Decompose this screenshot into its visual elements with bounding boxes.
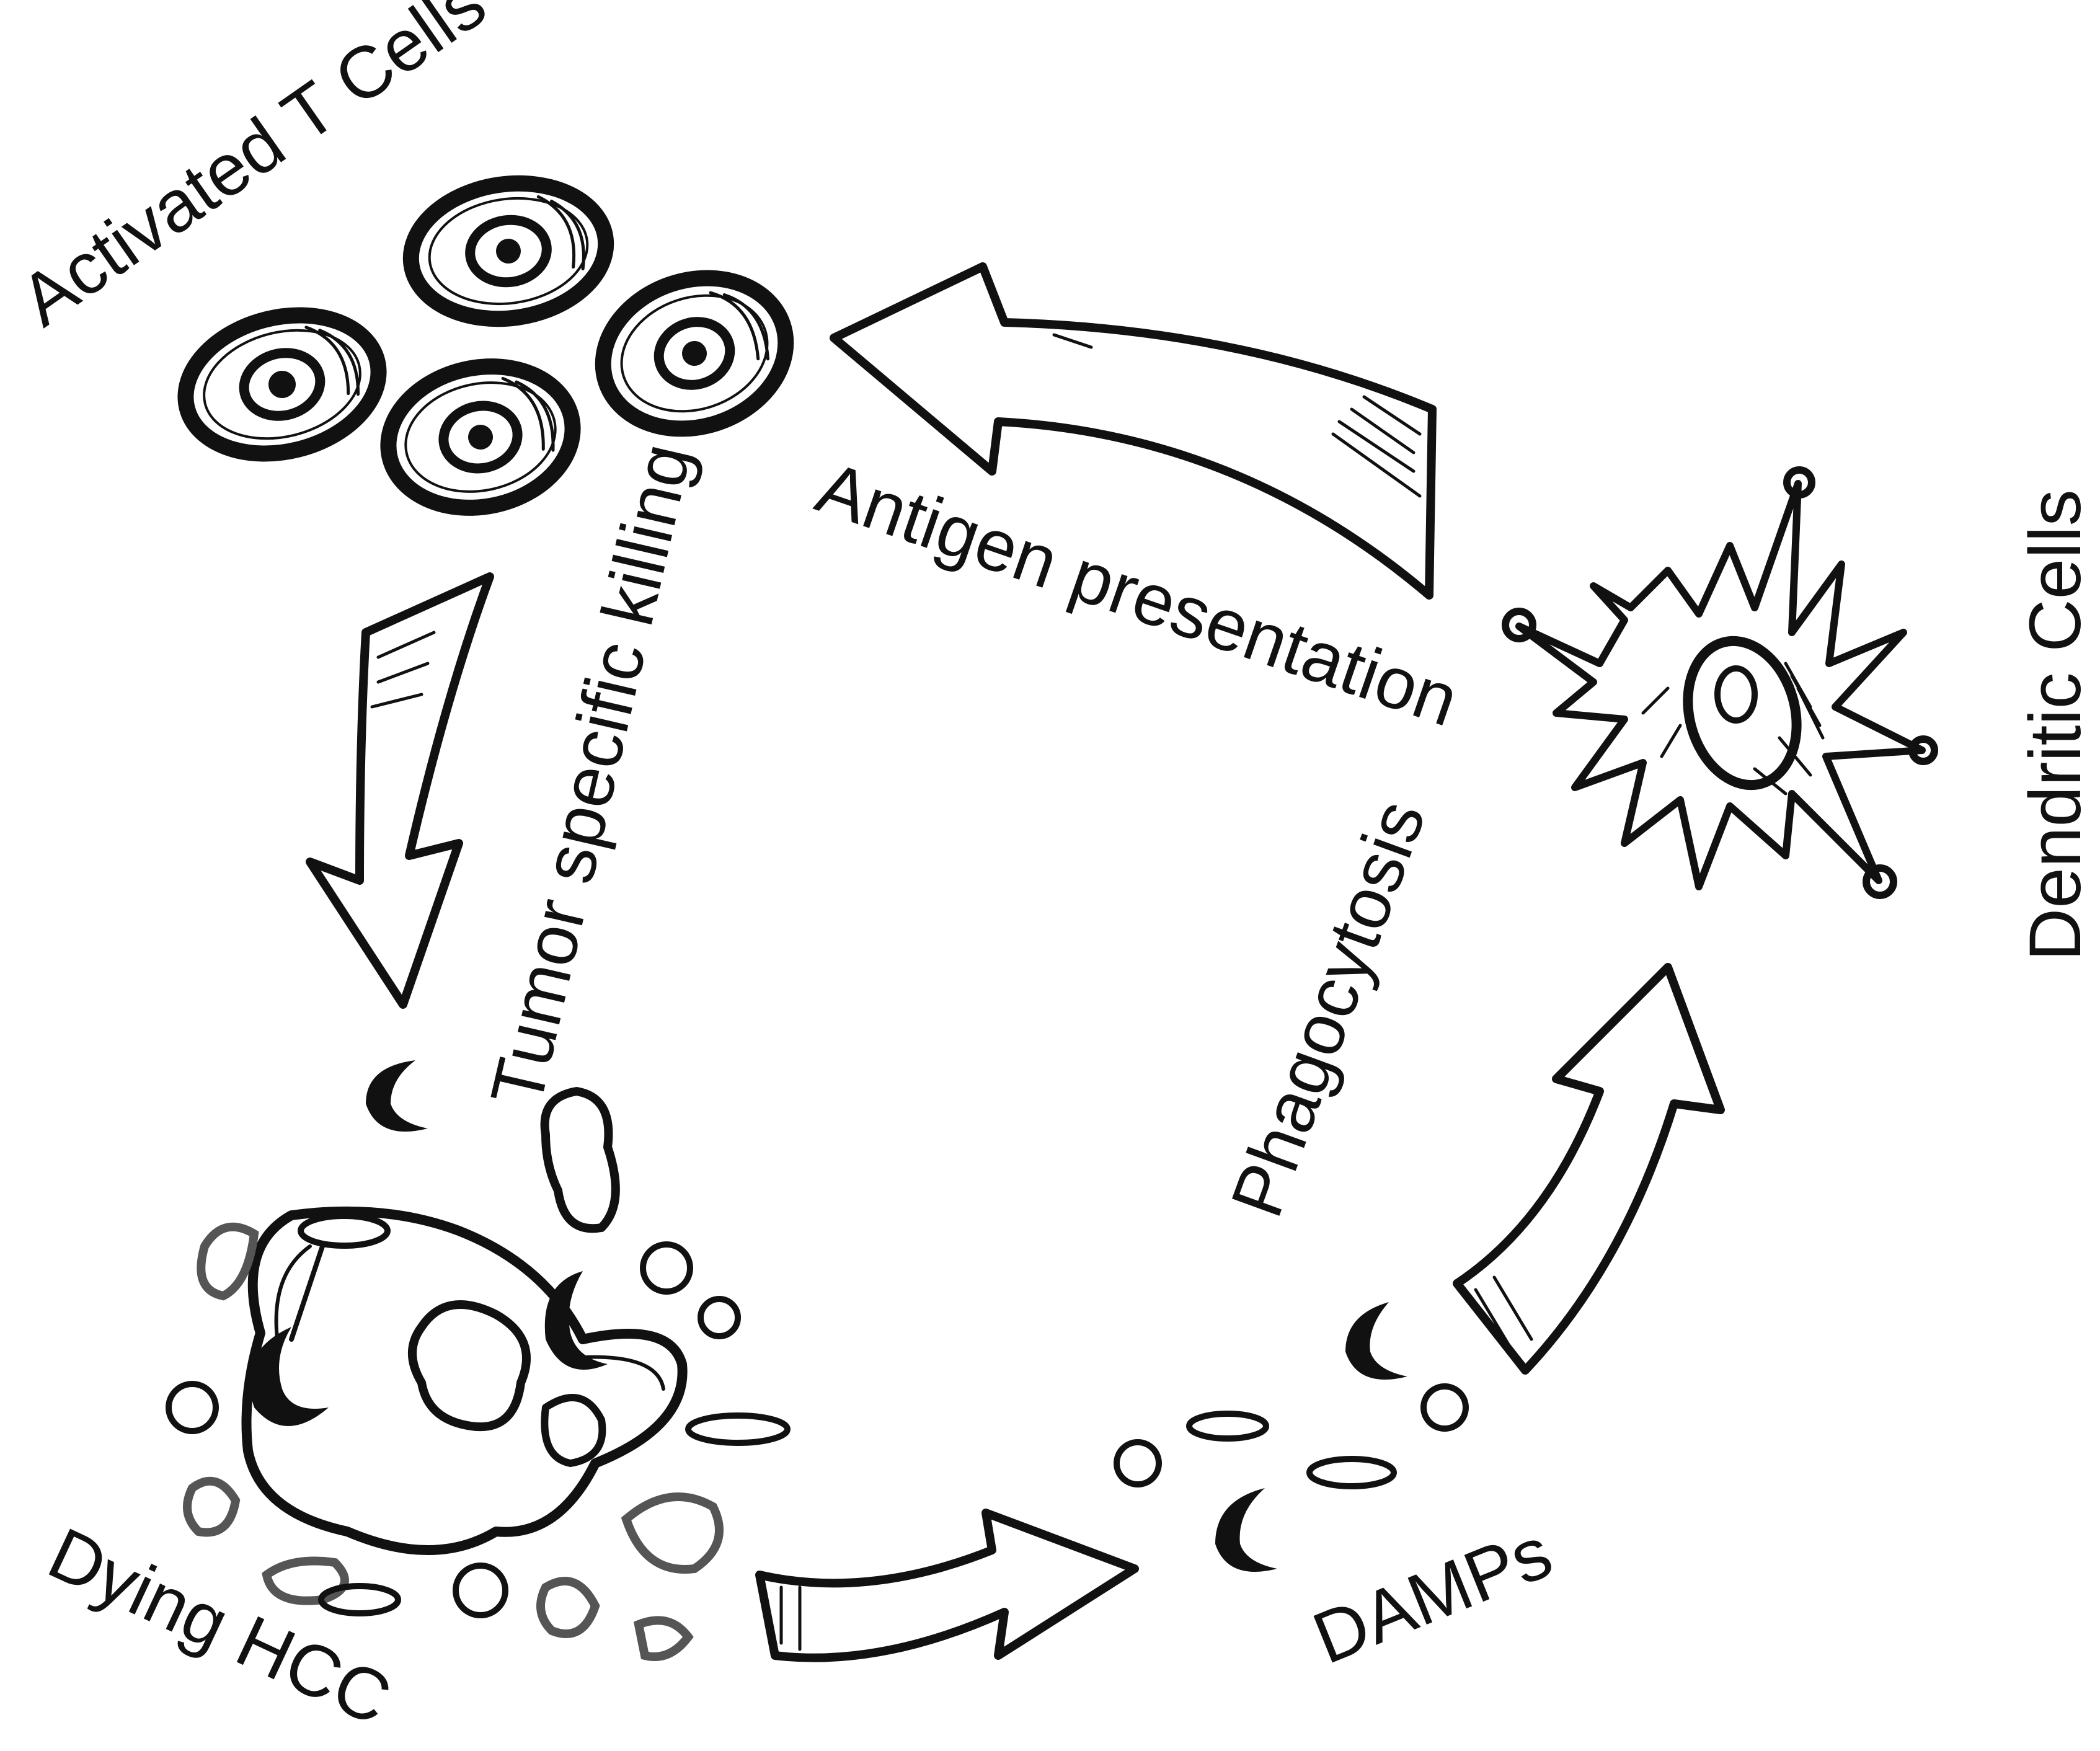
t-cell [177, 307, 387, 462]
damps-particles [366, 1060, 1469, 1572]
label-phagocytosis: Phagocytosis [1215, 790, 1441, 1227]
arrow-antigen-presentation [830, 262, 1437, 600]
arrow-dying-to-damps [755, 1509, 1139, 1662]
dying-hcc-cell [166, 1087, 791, 1661]
t-cell [402, 175, 614, 327]
arrow-tumor-killing [306, 572, 494, 1009]
t-cell [595, 270, 794, 437]
arrow-phagocytosis [1453, 963, 1725, 1375]
label-tumor-specific-killing: Tumor specific killing [476, 436, 707, 1113]
label-dendritic-cells: Dendritic Cells [2014, 489, 2096, 961]
t-cell [380, 358, 581, 516]
t-cell-group [177, 175, 794, 516]
dendritic-cell [1502, 466, 1938, 899]
label-damps: DAMPs [1302, 1511, 1562, 1680]
label-dying-hcc: Dying HCC [37, 1512, 403, 1741]
